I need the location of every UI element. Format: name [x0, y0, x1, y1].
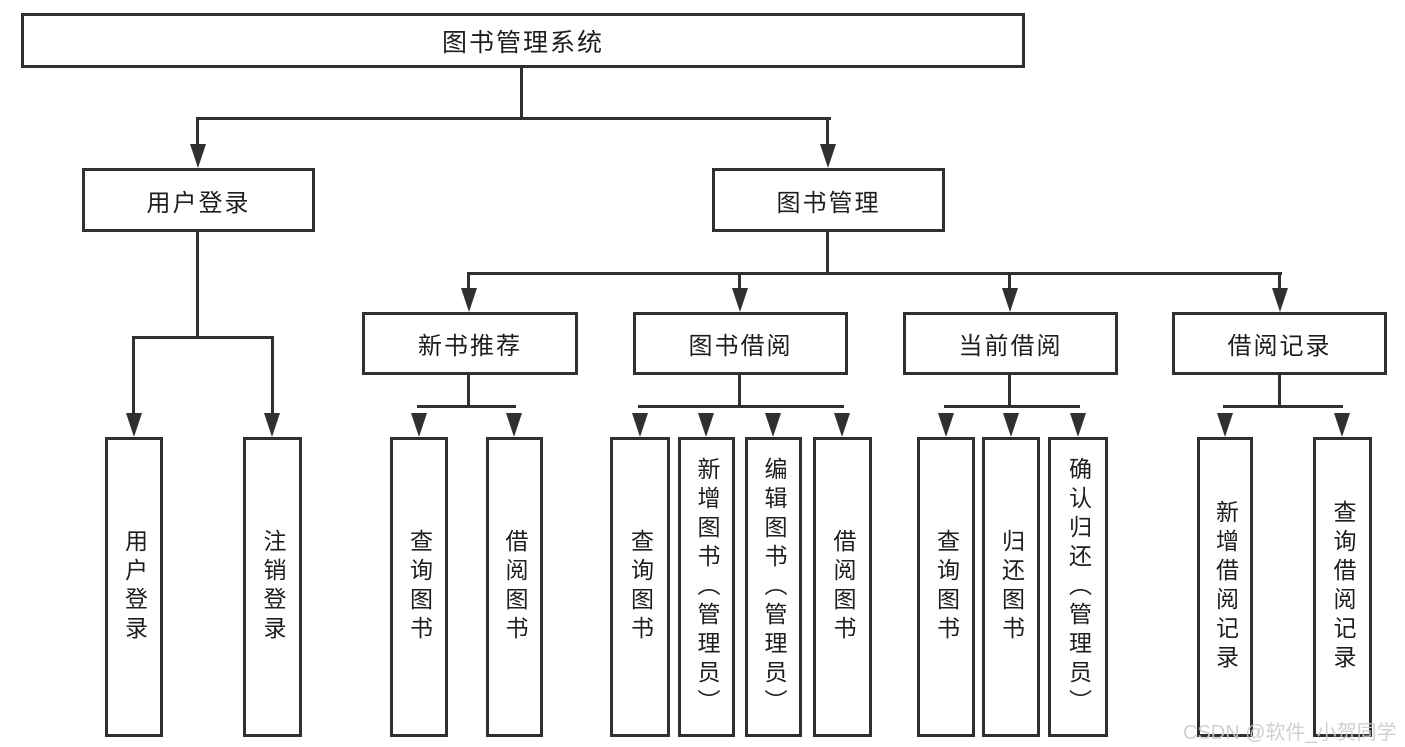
node-root-label: 图书管理系统	[441, 28, 604, 57]
leaf-cb-query-books-label: 查询图书	[933, 529, 960, 645]
node-borrow-records-label: 借阅记录	[1227, 333, 1332, 360]
arrowhead-br-query	[1334, 413, 1350, 437]
arrowhead-leaf-logout	[264, 413, 280, 437]
connector-stem-current-borrow	[1008, 274, 1011, 290]
node-book-borrow: 图书借阅	[633, 312, 848, 375]
leaf-br-query-record-label: 查询借阅记录	[1330, 500, 1356, 674]
arrowhead-nb-borrow	[506, 413, 522, 437]
node-book-mgmt-label: 图书管理	[776, 189, 881, 217]
leaf-cb-query-books: 查询图书	[917, 437, 975, 737]
connector-new-book-rec-branch	[417, 405, 516, 408]
connector-borrow-records-stem	[1278, 375, 1281, 407]
arrowhead-nb-query	[411, 413, 427, 437]
leaf-br-query-record: 查询借阅记录	[1313, 437, 1372, 737]
leaf-cb-confirm-return-admin-label: 确认归还（管理员）	[1065, 456, 1092, 718]
arrowhead-user-login	[190, 144, 206, 168]
connector-stem-book-mgmt	[826, 119, 829, 146]
node-new-book-rec-label: 新书推荐	[418, 333, 522, 360]
connector-book-mgmt-stem	[826, 232, 829, 274]
arrowhead-borrow-records	[1272, 288, 1288, 312]
leaf-bb-edit-books-admin: 编辑图书（管理员）	[745, 437, 802, 737]
connector-stem-borrow-records	[1278, 274, 1281, 290]
leaf-nb-borrow-books-label: 借阅图书	[502, 529, 528, 645]
node-root: 图书管理系统	[21, 13, 1025, 68]
leaf-cb-return-books-label: 归还图书	[998, 529, 1025, 645]
leaf-bb-borrow-books-label: 借阅图书	[830, 529, 856, 645]
leaf-br-add-record-label: 新增借阅记录	[1212, 500, 1239, 674]
node-current-borrow-label: 当前借阅	[958, 333, 1063, 360]
connector-root-stem	[520, 68, 523, 119]
connector-stem-user-login	[196, 119, 199, 146]
node-book-mgmt: 图书管理	[712, 168, 945, 232]
arrowhead-bb-borrow	[834, 413, 850, 437]
connector-root-branch	[196, 117, 831, 120]
node-borrow-records: 借阅记录	[1172, 312, 1387, 375]
connector-user-login-branch	[132, 336, 274, 339]
connector-book-borrow-stem	[738, 375, 741, 407]
leaf-nb-query-books-label: 查询图书	[406, 529, 433, 645]
leaf-nb-query-books: 查询图书	[390, 437, 448, 737]
connector-book-mgmt-branch	[467, 272, 1282, 275]
leaf-user-login: 用户登录	[105, 437, 163, 737]
connector-borrow-records-branch	[1223, 405, 1343, 408]
arrowhead-current-borrow	[1002, 288, 1018, 312]
node-new-book-rec: 新书推荐	[362, 312, 578, 375]
arrowhead-br-add	[1217, 413, 1233, 437]
leaf-cb-confirm-return-admin: 确认归还（管理员）	[1048, 437, 1108, 737]
leaf-bb-query-books: 查询图书	[610, 437, 670, 737]
connector-stem-book-borrow	[738, 274, 741, 290]
arrowhead-leaf-login	[126, 413, 142, 437]
arrowhead-cb-return	[1003, 413, 1019, 437]
arrowhead-book-borrow	[732, 288, 748, 312]
arrowhead-bb-add	[698, 413, 714, 437]
arrowhead-cb-confirm	[1070, 413, 1086, 437]
connector-stem-new-book-rec	[467, 274, 470, 290]
leaf-logout-label: 注销登录	[260, 529, 286, 645]
node-user-login-label: 用户登录	[146, 189, 251, 217]
connector-stem-leaf-logout	[271, 338, 274, 415]
leaf-logout: 注销登录	[243, 437, 302, 737]
connector-book-borrow-branch	[638, 405, 844, 408]
leaf-bb-borrow-books: 借阅图书	[813, 437, 872, 737]
connector-user-login-stem	[196, 232, 199, 338]
leaf-bb-add-books-admin-label: 新增图书（管理员）	[694, 456, 720, 718]
node-current-borrow: 当前借阅	[903, 312, 1118, 375]
leaf-cb-return-books: 归还图书	[982, 437, 1040, 737]
arrowhead-new-book-rec	[461, 288, 477, 312]
node-book-borrow-label: 图书借阅	[688, 333, 793, 360]
connector-stem-leaf-login	[132, 338, 135, 415]
leaf-user-login-label: 用户登录	[121, 529, 148, 645]
csdn-watermark: CSDN @软件_小贺同学	[1183, 722, 1397, 744]
leaf-bb-edit-books-admin-label: 编辑图书（管理员）	[761, 456, 787, 718]
node-user-login: 用户登录	[82, 168, 315, 232]
connector-new-book-rec-stem	[467, 375, 470, 407]
leaf-br-add-record: 新增借阅记录	[1197, 437, 1253, 737]
leaf-bb-add-books-admin: 新增图书（管理员）	[678, 437, 735, 737]
arrowhead-bb-edit	[765, 413, 781, 437]
arrowhead-cb-query	[938, 413, 954, 437]
leaf-nb-borrow-books: 借阅图书	[486, 437, 543, 737]
arrowhead-book-mgmt	[820, 144, 836, 168]
connector-current-borrow-branch	[944, 405, 1080, 408]
leaf-bb-query-books-label: 查询图书	[627, 529, 654, 645]
arrowhead-bb-query	[632, 413, 648, 437]
connector-current-borrow-stem	[1008, 375, 1011, 407]
